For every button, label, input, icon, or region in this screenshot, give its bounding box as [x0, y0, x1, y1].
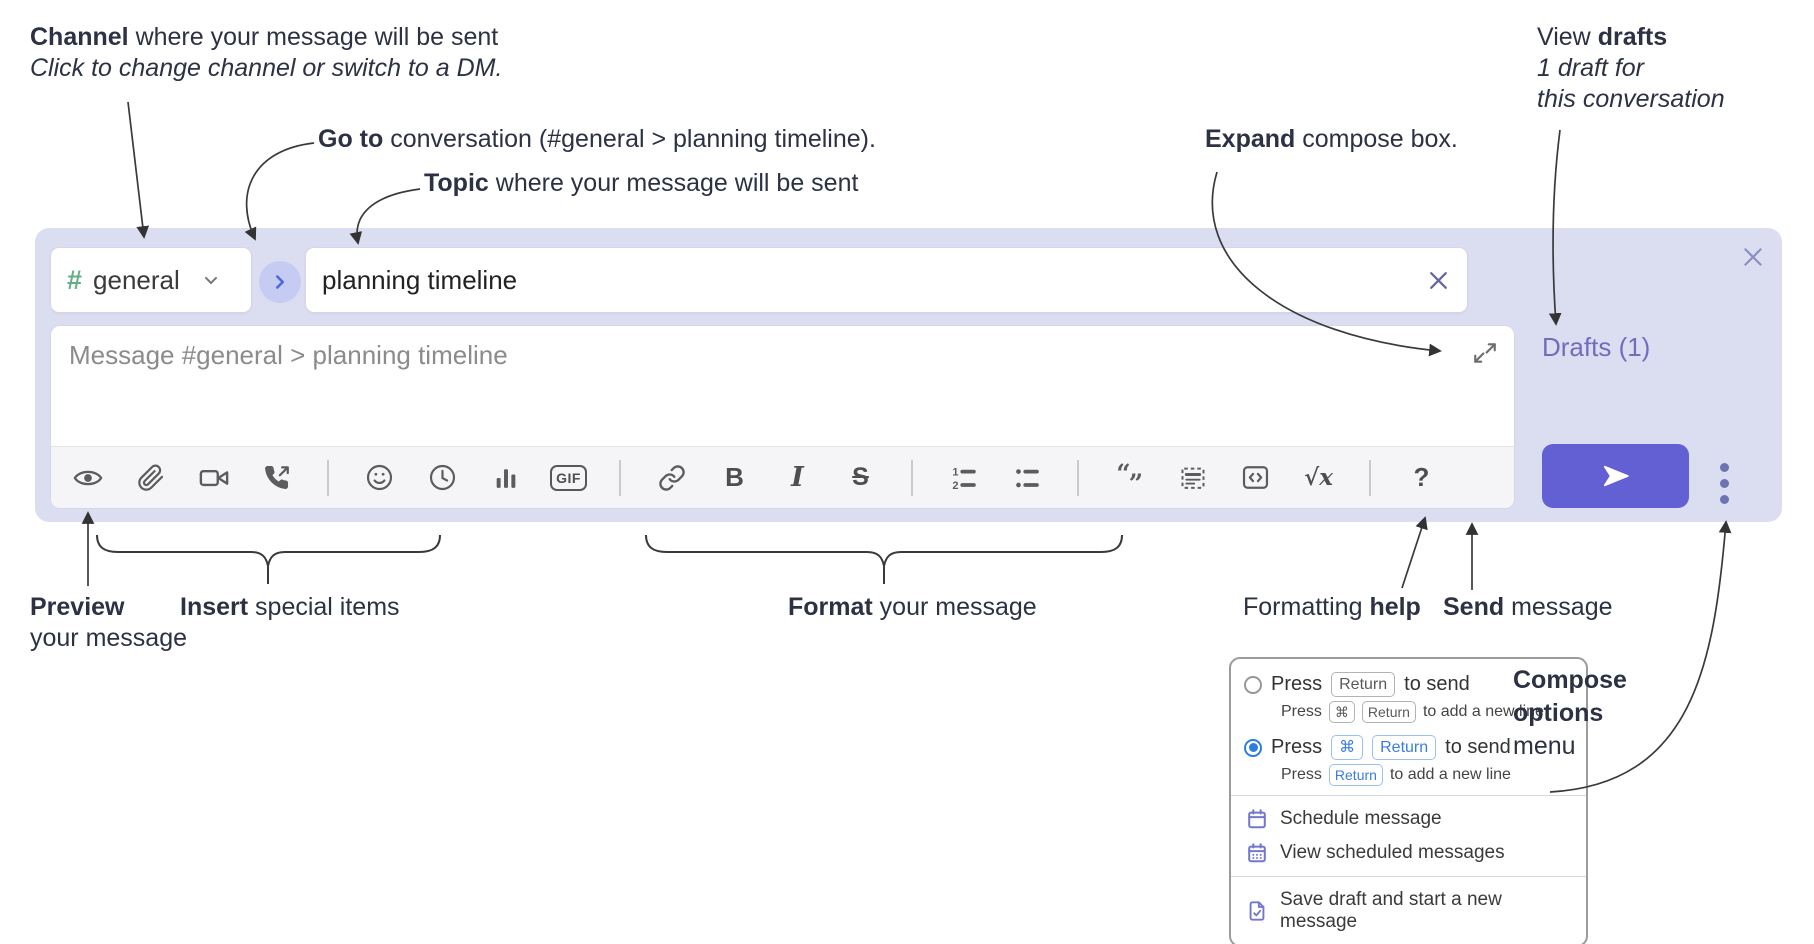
video-call-icon[interactable]	[191, 463, 236, 493]
annotation-preview: Preview your message	[30, 593, 188, 652]
annotation-view-drafts: View drafts 1 draft for this conversatio…	[1537, 23, 1725, 113]
toolbar-divider	[327, 459, 329, 496]
topic-value: planning timeline	[322, 264, 518, 295]
formatting-help-connector	[1401, 516, 1428, 589]
toolbar-divider	[619, 459, 621, 496]
menu-item-schedule-message[interactable]: Schedule message	[1231, 802, 1586, 836]
quote-icon[interactable]: “”	[1107, 463, 1152, 493]
compose-options-button[interactable]	[1712, 458, 1736, 508]
channel-name: general	[93, 264, 180, 295]
annotation-expand: Expand compose box.	[1205, 125, 1458, 153]
channel-selector[interactable]: # general	[50, 247, 252, 313]
ellipsis-dot	[1719, 478, 1729, 488]
channel-hash-icon: #	[67, 264, 83, 295]
radio-unselected[interactable]	[1244, 675, 1262, 694]
add-poll-icon[interactable]	[483, 464, 528, 492]
toolbar-divider	[1077, 459, 1079, 496]
drafts-link[interactable]: Drafts (1)	[1542, 332, 1651, 362]
annotation-send: Send message	[1443, 593, 1613, 621]
message-input[interactable]: Message #general > planning timeline	[69, 340, 508, 370]
close-compose-icon[interactable]	[1740, 244, 1766, 270]
svg-text:2: 2	[952, 480, 958, 492]
calendar-scheduled-icon	[1246, 842, 1268, 864]
compose-options-popup: Press Return to send Press ⌘ Return to a…	[1229, 657, 1588, 944]
svg-text:“: “	[1116, 463, 1130, 488]
add-gif-icon[interactable]: GIF	[546, 464, 591, 491]
preview-eye-icon[interactable]	[65, 463, 110, 493]
ellipsis-dot	[1719, 494, 1729, 504]
annotation-formatting-help: Formatting help	[1243, 593, 1421, 621]
add-emoji-icon[interactable]	[357, 463, 402, 492]
send-option-cmd-enter[interactable]: Press ⌘ Return to send Press Return to a…	[1231, 732, 1586, 795]
clear-topic-icon[interactable]	[1426, 268, 1451, 293]
svg-text:”: ”	[1128, 468, 1142, 492]
message-formatting-help-icon[interactable]: ?	[1413, 462, 1430, 492]
bold-icon[interactable]: B	[725, 462, 744, 492]
voice-call-icon[interactable]	[254, 464, 299, 491]
message-box: Message #general > planning timeline	[50, 325, 1515, 509]
expand-compose-icon[interactable]	[1472, 340, 1498, 366]
cmd-key-chip: ⌘	[1331, 735, 1364, 760]
return-key-chip: Return	[1331, 672, 1396, 697]
annotation-topic: Topic where your message will be sent	[424, 169, 859, 197]
annotation-compose-options: Compose options menu	[1513, 666, 1627, 760]
annotation-go-to: Go to conversation (#general > planning …	[318, 125, 876, 153]
strikethrough-icon[interactable]: S	[852, 463, 869, 491]
schedule-section: Schedule message View scheduled messages	[1231, 795, 1586, 876]
format-brace	[645, 534, 1123, 584]
send-icon	[1601, 461, 1631, 491]
attach-file-icon[interactable]	[128, 464, 173, 492]
compose-box: # general planning timeline Message #gen…	[35, 228, 1782, 522]
menu-item-save-draft[interactable]: Save draft and start a new message	[1231, 883, 1586, 939]
svg-text:1: 1	[952, 466, 958, 478]
menu-item-view-scheduled-messages[interactable]: View scheduled messages	[1231, 836, 1586, 870]
link-icon[interactable]	[649, 464, 694, 492]
draft-section: Save draft and start a new message	[1231, 876, 1586, 944]
goto-connector	[244, 142, 315, 241]
code-icon[interactable]	[1233, 463, 1278, 492]
go-to-conversation-button[interactable]	[259, 261, 301, 303]
annotation-insert: Insert special items	[180, 593, 400, 621]
schedule-clock-icon[interactable]	[420, 463, 465, 492]
cmd-key-chip: ⌘	[1328, 701, 1355, 723]
insert-brace	[96, 534, 441, 584]
ellipsis-dot	[1719, 462, 1729, 472]
italic-icon[interactable]: I	[791, 462, 804, 493]
return-key-chip: Return	[1372, 735, 1437, 760]
toolbar-divider	[911, 459, 913, 496]
calendar-icon	[1246, 808, 1268, 830]
save-draft-icon	[1246, 900, 1268, 922]
topic-input[interactable]: planning timeline	[305, 247, 1468, 313]
math-icon[interactable]: √x	[1304, 464, 1333, 491]
return-key-chip: Return	[1328, 764, 1383, 786]
channel-connector	[127, 101, 150, 239]
chevron-down-icon	[191, 270, 221, 290]
radio-selected[interactable]	[1244, 738, 1262, 757]
chevron-right-icon	[269, 271, 291, 293]
return-key-chip: Return	[1361, 701, 1416, 723]
spoiler-icon[interactable]	[1170, 464, 1215, 492]
annotation-channel: Channel where your message will be sent …	[30, 23, 503, 82]
annotation-format: Format your message	[788, 593, 1037, 621]
send-button[interactable]	[1542, 444, 1689, 508]
toolbar-divider	[1369, 459, 1371, 496]
bulleted-list-icon[interactable]	[1004, 464, 1049, 492]
send-option-enter[interactable]: Press Return to send Press ⌘ Return to a…	[1231, 669, 1586, 732]
